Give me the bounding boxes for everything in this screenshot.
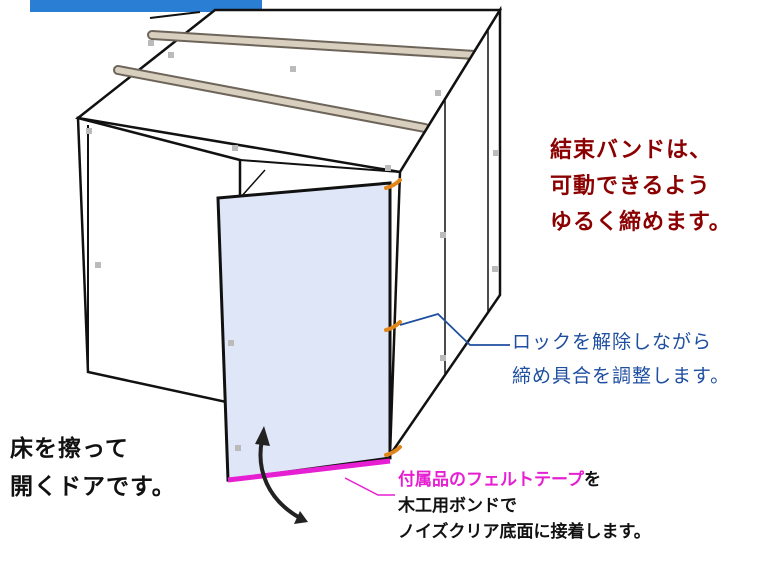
rail-2 xyxy=(113,65,430,133)
felt-tape xyxy=(227,458,391,483)
lock-leader-line xyxy=(399,312,510,346)
door-swing-arrow xyxy=(258,438,302,520)
felt-note-line-2: 木工用ボンドで xyxy=(398,496,517,516)
rail-1 xyxy=(147,30,480,60)
lock-note: ロックを解除しながら 締め具合を調整します。 xyxy=(512,325,730,393)
felt-note-line-1: 付属品のフェルトテープを xyxy=(398,467,651,493)
felt-note-line-3: ノイズクリア底面に接着します。 xyxy=(398,522,651,542)
cable-tie-top xyxy=(384,178,402,190)
felt-note-line-1-rest: を xyxy=(583,470,601,490)
door-note-line-2: 開くドアです。 xyxy=(10,474,176,500)
cable-tie-middle xyxy=(384,320,402,332)
band-note: 結束バンドは、 可動できるよう ゆるく締めます。 xyxy=(550,133,732,241)
header-bar xyxy=(30,0,262,12)
cabinet-front-left xyxy=(76,116,242,407)
lock-note-line-1: ロックを解除しながら xyxy=(512,331,713,353)
door-note-line-1: 床を擦って xyxy=(10,436,129,462)
door-swing-arrowhead xyxy=(294,511,308,524)
felt-tape-label: 付属品のフェルトテープ xyxy=(398,470,584,490)
door-note: 床を擦って 開くドアです。 xyxy=(10,430,176,506)
felt-leader-line xyxy=(344,477,395,496)
felt-note: 付属品のフェルトテープを 木工用ボンドで ノイズクリア底面に接着します。 xyxy=(398,467,651,545)
band-note-line-2: 可動できるよう xyxy=(550,174,711,199)
fastener-markers xyxy=(86,40,499,451)
lock-note-line-2: 締め具合を調整します。 xyxy=(512,365,731,387)
door xyxy=(216,181,392,482)
band-note-line-3: ゆるく締めます。 xyxy=(550,210,732,235)
cable-tie-bottom xyxy=(384,445,402,457)
band-note-line-1: 結束バンドは、 xyxy=(550,138,713,163)
